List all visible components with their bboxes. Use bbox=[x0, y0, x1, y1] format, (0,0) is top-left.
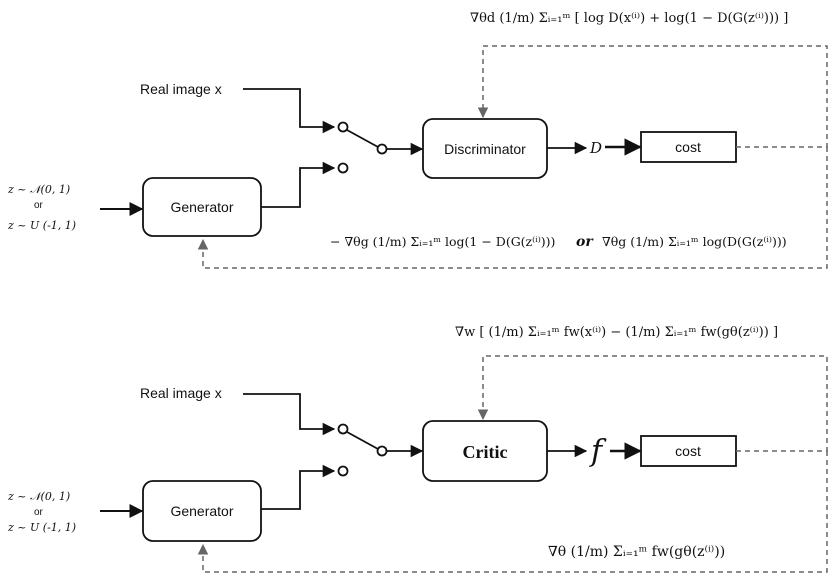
top-output-symbol: D bbox=[589, 139, 602, 157]
bottom-switch-pivot bbox=[376, 445, 388, 457]
top-discriminator-label: Discriminator bbox=[444, 141, 526, 157]
bottom-switch-terminal-fake bbox=[337, 465, 349, 477]
top-gen-feedback-loop bbox=[197, 147, 828, 269]
top-gen-gradient-formula-b: ∇θg (1/m) Σᵢ₌₁ᵐ log(D(G(z⁽ⁱ⁾))) bbox=[602, 234, 787, 249]
top-real-image-label: Real image x bbox=[140, 81, 222, 97]
top-generator-out-arrow bbox=[261, 161, 336, 208]
bottom-real-image-arrow bbox=[243, 393, 336, 436]
bottom-gen-gradient-formula: ∇θ (1/m) Σᵢ₌₁ᵐ fw(gθ(z⁽ⁱ⁾)) bbox=[548, 544, 725, 560]
top-noise-normal: z ~ 𝒩(0, 1) bbox=[7, 183, 70, 196]
bottom-cost-box bbox=[640, 435, 737, 467]
top-real-image-arrow bbox=[243, 88, 336, 134]
top-switch-terminal-real bbox=[337, 121, 349, 133]
top-cost-label: cost bbox=[675, 139, 701, 155]
top-disc-feedback-loop bbox=[477, 45, 828, 148]
top-generator-label: Generator bbox=[170, 199, 233, 215]
wgan-section: z ~ 𝒩(0, 1) or z ~ U (-1, 1) Generator R… bbox=[7, 325, 828, 573]
bottom-generator-box bbox=[142, 480, 262, 542]
bottom-generator-out-arrow bbox=[261, 464, 336, 510]
bottom-gen-feedback-loop bbox=[197, 451, 828, 573]
bottom-noise-uniform: z ~ U (-1, 1) bbox=[7, 521, 76, 534]
bottom-switch-terminal-real bbox=[337, 423, 349, 435]
top-gen-gradient-or: or bbox=[576, 234, 594, 250]
top-disc-gradient-formula: ∇θd (1/m) Σᵢ₌₁ᵐ [ log D(x⁽ⁱ⁾) + log(1 − … bbox=[470, 11, 788, 26]
bottom-noise-normal: z ~ 𝒩(0, 1) bbox=[7, 490, 70, 503]
top-noise-or: or bbox=[34, 200, 44, 211]
bottom-noise-or: or bbox=[34, 507, 44, 518]
bottom-critic-feedback-loop bbox=[477, 355, 828, 452]
bottom-critic-gradient-formula: ∇w [ (1/m) Σᵢ₌₁ᵐ fw(x⁽ⁱ⁾) − (1/m) Σᵢ₌₁ᵐ … bbox=[455, 325, 778, 340]
top-switch-pivot bbox=[376, 143, 388, 155]
bottom-critic-label: Critic bbox=[463, 442, 508, 462]
gan-section: z ~ 𝒩(0, 1) or z ~ U (-1, 1) Generator R… bbox=[7, 11, 828, 269]
bottom-cost-label: cost bbox=[675, 443, 701, 459]
top-switch-arm bbox=[346, 129, 379, 148]
top-switch-terminal-fake bbox=[337, 162, 349, 174]
bottom-switch-arm bbox=[346, 431, 379, 450]
bottom-generator-label: Generator bbox=[170, 503, 233, 519]
top-noise-uniform: z ~ U (-1, 1) bbox=[7, 219, 76, 232]
bottom-output-symbol: f bbox=[589, 434, 607, 469]
top-gen-gradient-formula-a: − ∇θg (1/m) Σᵢ₌₁ᵐ log(1 − D(G(z⁽ⁱ⁾))) bbox=[330, 234, 555, 249]
bottom-real-image-label: Real image x bbox=[140, 385, 222, 401]
